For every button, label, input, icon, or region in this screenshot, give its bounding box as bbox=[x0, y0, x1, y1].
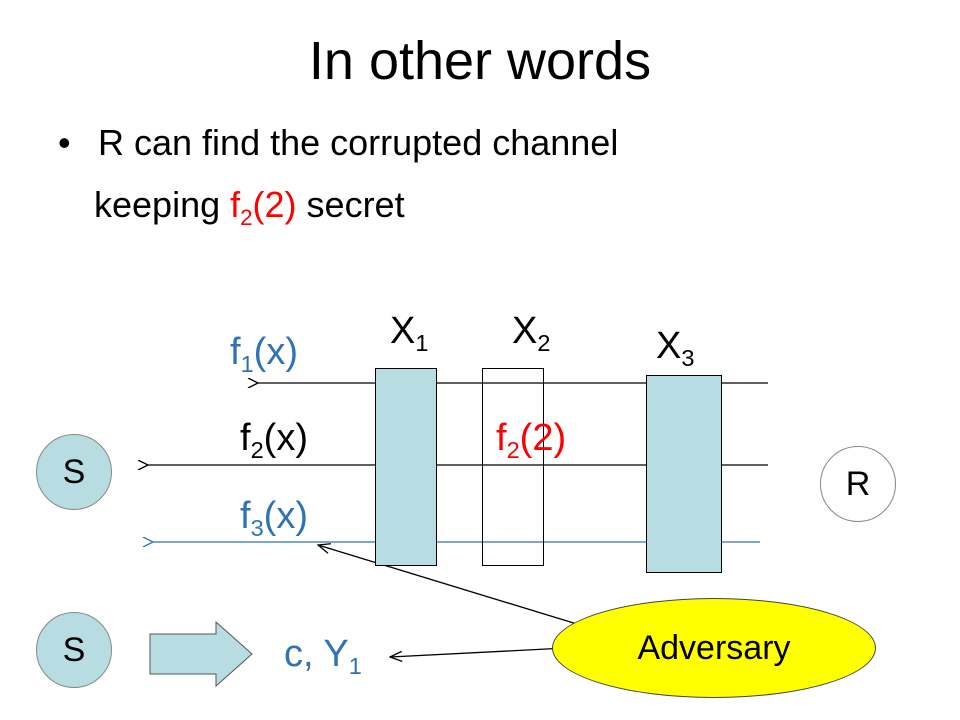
adversary-to-output-arrow bbox=[390, 647, 567, 657]
sender-node-2: S bbox=[36, 612, 112, 688]
adversary-to-channel-3-arrow bbox=[318, 545, 591, 629]
block-arrow bbox=[149, 620, 253, 688]
sender-node: S bbox=[36, 434, 112, 510]
bullet-dot: • bbox=[58, 122, 71, 163]
channel-3-label: f3(x) bbox=[240, 495, 308, 542]
receiver-label: R bbox=[845, 464, 871, 503]
sender-2-label: S bbox=[62, 630, 86, 669]
bullet-continuation: keeping f2(2) secret bbox=[94, 184, 405, 230]
player-x2-label: X2 bbox=[512, 310, 551, 357]
leaked-value-label: f2(2) bbox=[496, 417, 567, 464]
sender-label: S bbox=[62, 452, 86, 491]
player-x1-box bbox=[375, 368, 437, 566]
channel-2-label: f2(x) bbox=[240, 417, 308, 464]
bullet-text: R can find the corrupted channel bbox=[98, 122, 619, 163]
player-x2-box bbox=[482, 368, 544, 566]
bullet-item: • R can find the corrupted channel bbox=[58, 120, 618, 166]
highlight-f2-2: f2(2) bbox=[230, 184, 297, 230]
player-x3-box bbox=[646, 375, 722, 573]
output-label: c, Y1 bbox=[284, 633, 362, 680]
receiver-node: R bbox=[820, 446, 896, 522]
player-x3-label: X3 bbox=[656, 325, 695, 372]
channel-1-label: f1(x) bbox=[230, 331, 298, 378]
slide-title: In other words bbox=[308, 31, 652, 91]
player-x1-label: X1 bbox=[390, 310, 429, 357]
adversary-node: Adversary bbox=[552, 598, 876, 698]
adversary-label: Adversary bbox=[637, 628, 791, 667]
